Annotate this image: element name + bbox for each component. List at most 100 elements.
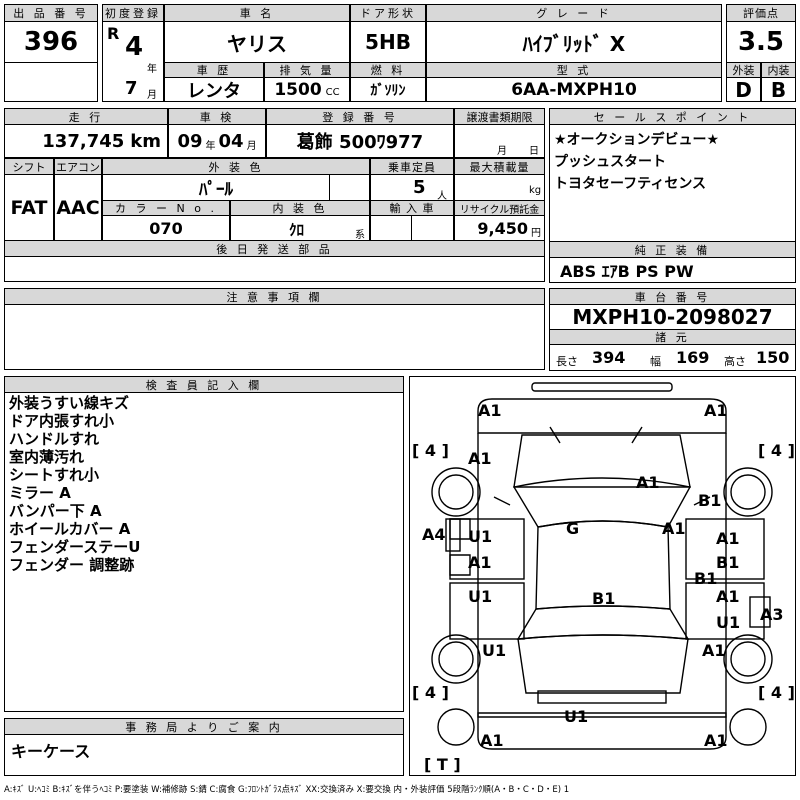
inspector-notes: 外装うすい線キズ ドア内張すれ小 ハンドルすれ 室内薄汚れ シートすれ小 ミラー… — [4, 392, 404, 712]
color-label: 外 装 色 — [102, 158, 370, 175]
grade-value: ﾊｲﾌﾞﾘｯﾄﾞ X — [426, 21, 722, 63]
interior-color-unit: 系 — [355, 230, 365, 241]
tire-rear-left: [ 4 ] — [412, 683, 449, 702]
transfer-label: 譲渡書類期限 — [454, 108, 545, 125]
caution-value — [4, 304, 545, 370]
shift-value: FAT — [4, 174, 54, 241]
mileage-label: 走 行 — [4, 108, 168, 125]
office-value: キーケース — [4, 734, 404, 776]
mark-roof: G — [566, 519, 580, 538]
mark-hood: A1 — [636, 473, 660, 492]
inspection-month-unit: 月 — [246, 140, 257, 152]
recycle-number: 9,450 — [477, 218, 528, 238]
reg-month: 7 — [125, 78, 138, 99]
fuel-value: ｶﾞｿﾘﾝ — [350, 77, 426, 102]
inspector-note: 室内薄汚れ — [9, 448, 85, 466]
tire-spare: [ T ] — [424, 755, 461, 774]
tire-rear-right: [ 4 ] — [758, 683, 795, 702]
width-label: 幅 — [650, 355, 661, 368]
mark-front-bumper-right: A1 — [704, 401, 728, 420]
mark-left-front-door-2: A1 — [468, 553, 492, 572]
later-parts-label: 後 日 発 送 部 品 — [4, 240, 545, 257]
mirrors — [493, 496, 711, 506]
ac-value: AAC — [54, 174, 102, 241]
mark-right-front-door-1: A1 — [716, 529, 740, 548]
chassis-label: 車 台 番 号 — [549, 288, 796, 305]
score-label: 評価点 — [726, 4, 796, 22]
hood-shape — [513, 434, 691, 488]
inspector-note: ドア内張すれ小 — [9, 412, 115, 430]
inspection-label: 車 検 — [168, 108, 266, 125]
month-unit: 月 — [147, 90, 157, 101]
sales-point-3: トヨタセーフティセンス — [554, 176, 707, 192]
mark-rear-bumper-left: A1 — [480, 731, 504, 750]
plate-label: 登 録 番 号 — [266, 108, 454, 125]
interior-label: 内装 — [761, 62, 796, 78]
lot-number: 396 — [4, 21, 98, 63]
inspector-note: フェンダーステーU — [9, 538, 141, 556]
load-label: 最大積載量 — [454, 158, 545, 175]
tire-front-right: [ 4 ] — [758, 441, 795, 460]
color-no-value: 070 — [102, 215, 230, 241]
damage-diagram: [ 4 ] [ 4 ] [ 4 ] [ 4 ] [ T ] A1 A1 A1 A… — [409, 376, 796, 776]
inspector-note: ホイールカバー A — [9, 520, 131, 538]
shift-label: シフト — [4, 158, 54, 175]
lot-label: 出 品 番 号 — [4, 4, 98, 22]
mark-front-fender-right: B1 — [698, 491, 722, 510]
recycle-label: リサイクル預託金 — [454, 200, 545, 216]
displacement-label: 排 気 量 — [264, 62, 350, 78]
length-value: 394 — [592, 348, 626, 367]
import-label: 輸 入 車 — [370, 200, 454, 216]
transfer-value: 月 日 — [454, 124, 545, 158]
model-value: ヤリス — [164, 21, 350, 63]
body-outline — [477, 433, 727, 718]
caution-label: 注 意 事 項 欄 — [4, 288, 545, 305]
exterior-label: 外装 — [726, 62, 761, 78]
front-bumper — [477, 398, 727, 434]
mark-right-pillar: B1 — [694, 569, 718, 588]
era: R — [107, 24, 120, 43]
color-no-label: カ ラ ー N o . — [102, 200, 230, 216]
inspector-note: ハンドルすれ — [9, 430, 100, 448]
office-label: 事 務 局 よ り ご 案 内 — [4, 718, 404, 735]
inspector-note: ミラー A — [9, 484, 71, 502]
spec-label: 諸 元 — [549, 329, 796, 345]
capacity-number: 5 — [413, 177, 426, 198]
sales-label: セ ー ル ス ポ イ ン ト — [549, 108, 796, 125]
inspector-note: バンパー下 A — [9, 502, 102, 520]
mark-left-front-door-1: U1 — [468, 527, 493, 546]
ac-label: エアコン — [54, 158, 102, 175]
year-unit: 年 — [147, 64, 157, 75]
spare-left — [437, 708, 475, 746]
right-front-door-shape — [685, 518, 765, 580]
transfer-day-unit: 日 — [529, 146, 539, 157]
later-parts-value — [4, 256, 545, 282]
fuel-label: 燃 料 — [350, 62, 426, 78]
recycle-unit: 円 — [531, 227, 541, 239]
interior-grade: B — [761, 77, 796, 102]
mark-front-bumper-left: A1 — [478, 401, 502, 420]
mark-rear-glass: B1 — [592, 589, 616, 608]
inspector-note: シートすれ小 — [9, 466, 100, 484]
mark-right-rear-door-1: A1 — [716, 587, 740, 606]
history-value: レンタ — [164, 77, 264, 102]
left-side-box — [445, 518, 461, 552]
car-outline — [431, 382, 773, 750]
capacity-unit: 人 — [437, 191, 447, 202]
mileage-unit: km — [130, 130, 161, 152]
type-label: 型 式 — [426, 62, 722, 78]
rear-glass-shape — [516, 605, 690, 640]
front-bumper-top — [531, 382, 673, 392]
office-note: キーケース — [11, 742, 91, 761]
plate-value: 葛飾 500ﾜ977 — [266, 124, 454, 158]
capacity-label: 乗車定員 — [370, 158, 454, 175]
sales-point-2: プッシュスタート — [554, 154, 666, 170]
model-label: 車 名 — [164, 4, 350, 22]
mark-right-rear-fender: A1 — [702, 641, 726, 660]
legend-footer: A:ｷｽﾞ U:ﾍｺﾐ B:ｷｽﾞを伴うﾍｺﾐ P:要塗装 W:補修跡 S:錆 … — [4, 785, 570, 795]
inspector-note: フェンダー 調整跡 — [9, 556, 135, 574]
mark-right-rear-door-2: U1 — [716, 613, 741, 632]
interior-color-label: 内 装 色 — [230, 200, 370, 216]
